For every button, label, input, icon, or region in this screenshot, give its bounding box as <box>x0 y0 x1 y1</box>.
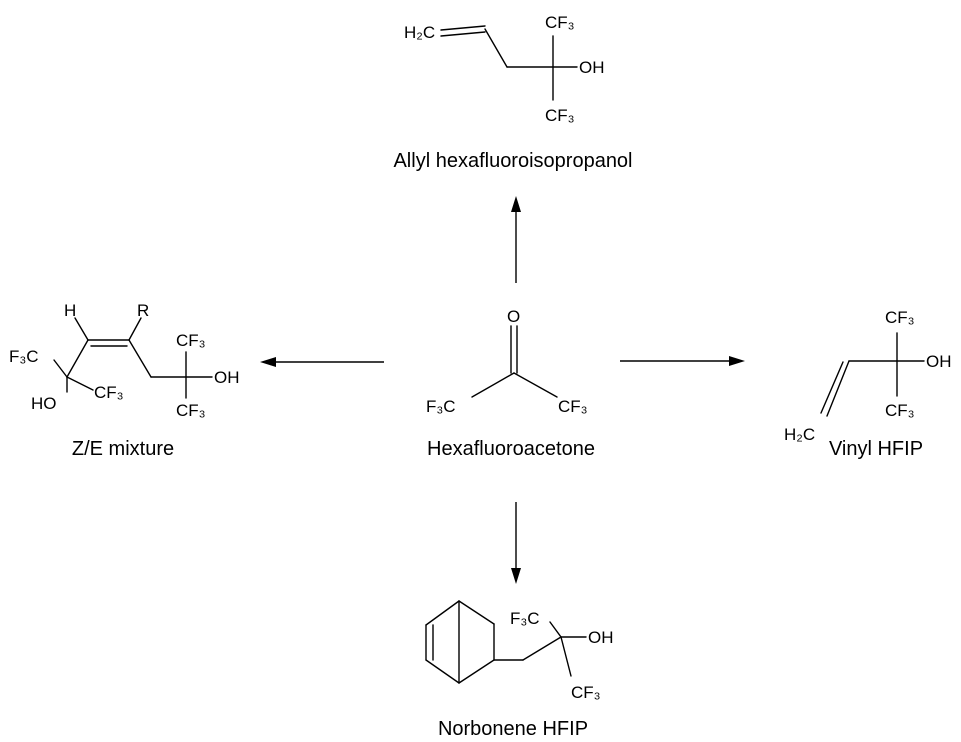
atom-cf3: CF₃ <box>885 401 915 420</box>
atom-oh: OH <box>588 628 614 647</box>
arrow-left <box>260 357 384 367</box>
atom-h2c: H₂C <box>404 23 435 42</box>
label-hexafluoroacetone: Hexafluoroacetone <box>427 438 595 460</box>
allyl-hfip-structure: H₂C CF₃ OH CF₃ <box>404 13 605 125</box>
atom-h2c: H₂C <box>784 425 815 444</box>
atom-cf3: CF₃ <box>176 401 206 420</box>
atom-cf3: CF₃ <box>885 308 915 327</box>
atom-cf3: CF₃ <box>571 683 601 702</box>
atom-cf3: CF₃ <box>94 383 124 402</box>
atom-oxygen: O <box>507 307 520 326</box>
vinyl-hfip-structure: H₂C CF₃ OH CF₃ <box>784 308 952 444</box>
atom-oh: OH <box>214 368 240 387</box>
atom-h: H <box>64 301 76 320</box>
atom-cf3: CF₃ <box>176 331 206 350</box>
label-norbonene-hfip: Norbonene HFIP <box>438 718 588 740</box>
atom-ho: HO <box>31 394 57 413</box>
atom-cf3: CF₃ <box>545 13 575 32</box>
atom-cf3: CF₃ <box>558 397 588 416</box>
ze-mixture-structure: H R CF₃ OH CF₃ F₃C CF₃ HO <box>9 301 240 420</box>
atom-r: R <box>137 301 149 320</box>
atom-f3c: F₃C <box>426 397 456 416</box>
norbonene-hfip-structure: F₃C OH CF₃ <box>425 600 614 702</box>
arrow-up <box>511 196 521 283</box>
atom-f3c: F₃C <box>510 609 540 628</box>
label-allyl-hexafluoroisopropanol: Allyl hexafluoroisopropanol <box>393 150 632 172</box>
atom-f3c: F₃C <box>9 347 39 366</box>
arrow-down <box>511 502 521 584</box>
atom-oh: OH <box>926 352 952 371</box>
atom-oh: OH <box>579 58 605 77</box>
arrow-right <box>620 356 745 366</box>
hexafluoroacetone-structure: O F₃C CF₃ <box>426 307 588 416</box>
atom-cf3: CF₃ <box>545 106 575 125</box>
label-ze-mixture: Z/E mixture <box>72 438 174 460</box>
label-vinyl-hfip: Vinyl HFIP <box>829 438 923 460</box>
